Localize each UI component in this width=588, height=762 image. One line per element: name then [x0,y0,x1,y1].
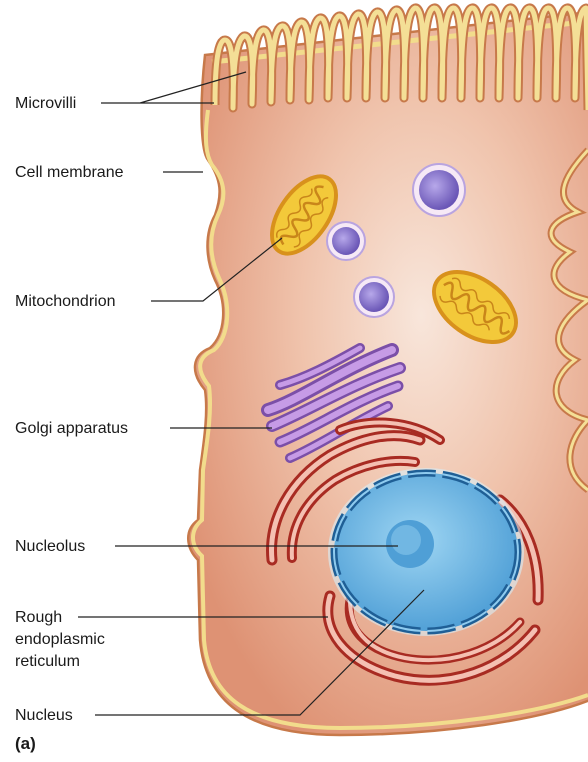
label-nucleus: Nucleus [15,705,73,726]
label-rer-line-3: reticulum [15,651,80,672]
label-mitochondrion: Mitochondrion [15,291,116,312]
label-rer-line-2: endoplasmic [15,629,105,650]
label-microvilli: Microvilli [15,93,76,114]
panel-label: (a) [15,734,36,754]
label-cell-membrane: Cell membrane [15,162,123,183]
label-nucleolus: Nucleolus [15,536,85,557]
nucleolus [386,520,434,568]
label-rer-line-1: Rough [15,607,62,628]
label-golgi-apparatus: Golgi apparatus [15,418,128,439]
